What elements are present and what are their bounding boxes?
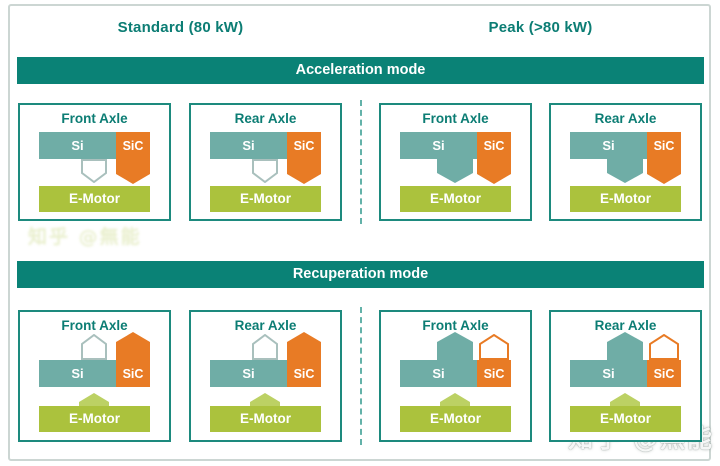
si-inverter-block: Si (400, 132, 477, 159)
mode-banner: Acceleration mode (17, 57, 704, 84)
si-inverter-block: Si (570, 360, 647, 387)
emotor-flow-arrow (79, 393, 109, 407)
axle-panel-title: Rear Axle (234, 111, 297, 126)
axle-panel-title: Front Axle (422, 111, 489, 126)
mode-banner: Recuperation mode (17, 261, 704, 288)
si-flow-arrow (81, 159, 107, 183)
si-inverter-block: Si (210, 360, 287, 387)
column-header-peak: Peak (>80 kW) (488, 19, 593, 36)
sic-inverter-block: SiC (477, 360, 511, 387)
si-inverter-block: Si (400, 360, 477, 387)
si-flow-arrow (252, 334, 278, 360)
si-flow-arrow (607, 157, 643, 183)
column-divider (360, 307, 362, 445)
emotor-block: E-Motor (570, 186, 681, 212)
emotor-block: E-Motor (400, 186, 511, 212)
column-header-standard: Standard (80 kW) (117, 19, 244, 36)
sic-inverter-block: SiC (477, 132, 511, 159)
si-flow-arrow (81, 334, 107, 360)
sic-inverter-block: SiC (287, 360, 321, 387)
si-flow-arrow (607, 332, 643, 362)
sic-flow-arrow (287, 157, 321, 184)
sic-flow-arrow (287, 332, 321, 362)
sic-flow-arrow (116, 332, 150, 362)
axle-panel-title: Front Axle (61, 318, 128, 333)
sic-flow-arrow (116, 157, 150, 184)
emotor-block: E-Motor (400, 406, 511, 432)
si-flow-arrow (437, 332, 473, 362)
emotor-block: E-Motor (210, 406, 321, 432)
si-inverter-block: Si (570, 132, 647, 159)
column-divider (360, 100, 362, 224)
si-flow-arrow (252, 159, 278, 183)
sic-inverter-block: SiC (287, 132, 321, 159)
watermark-ghost: 知乎 @無能 (28, 226, 142, 248)
emotor-block: E-Motor (39, 186, 150, 212)
sic-inverter-block: SiC (647, 132, 681, 159)
sic-flow-arrow (477, 157, 511, 184)
emotor-flow-arrow (250, 393, 280, 407)
emotor-flow-arrow (610, 393, 640, 407)
axle-panel-title: Front Axle (61, 111, 128, 126)
axle-panel-title: Rear Axle (594, 111, 657, 126)
axle-panel-title: Rear Axle (234, 318, 297, 333)
si-inverter-block: Si (39, 360, 116, 387)
sic-inverter-block: SiC (647, 360, 681, 387)
axle-panel-title: Rear Axle (594, 318, 657, 333)
sic-inverter-block: SiC (116, 360, 150, 387)
si-inverter-block: Si (210, 132, 287, 159)
sic-flow-arrow (479, 334, 509, 360)
sic-inverter-block: SiC (116, 132, 150, 159)
sic-flow-arrow (649, 334, 679, 360)
emotor-flow-arrow (440, 393, 470, 407)
emotor-block: E-Motor (570, 406, 681, 432)
emotor-block: E-Motor (210, 186, 321, 212)
emotor-block: E-Motor (39, 406, 150, 432)
sic-flow-arrow (647, 157, 681, 184)
si-flow-arrow (437, 157, 473, 183)
axle-panel-title: Front Axle (422, 318, 489, 333)
si-inverter-block: Si (39, 132, 116, 159)
